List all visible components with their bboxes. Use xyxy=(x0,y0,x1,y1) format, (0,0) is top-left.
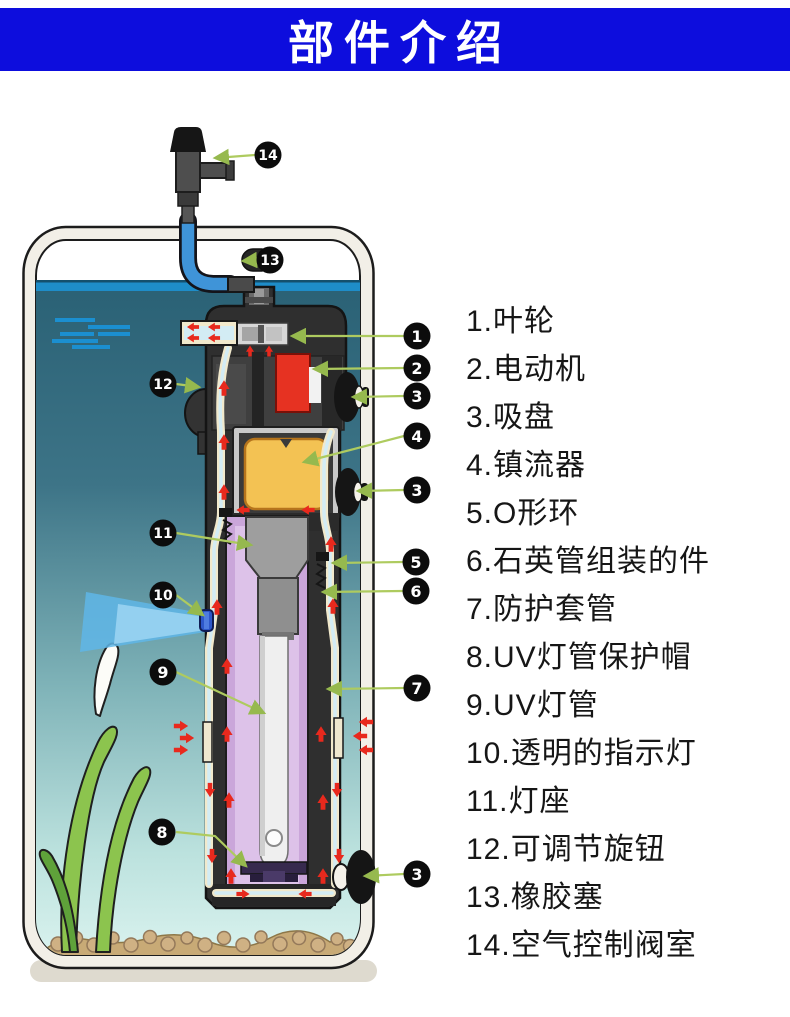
lamp-holder xyxy=(245,516,309,640)
svg-text:3: 3 xyxy=(411,387,422,406)
uv-lamp xyxy=(259,635,289,867)
intake-slot-left xyxy=(202,721,213,763)
uv-filter-device xyxy=(184,285,348,910)
suction-cup xyxy=(332,850,376,904)
lamp-cap xyxy=(240,861,308,882)
indicator-beam xyxy=(80,592,212,652)
impeller xyxy=(235,322,289,346)
callout-3c: 3 xyxy=(403,860,431,888)
svg-text:6: 6 xyxy=(410,582,421,601)
svg-text:9: 9 xyxy=(157,663,168,682)
callout-5: 5 xyxy=(402,548,430,576)
intake-slot-right xyxy=(333,717,344,759)
svg-text:8: 8 xyxy=(156,823,167,842)
svg-text:3: 3 xyxy=(411,481,422,500)
callouts: 1 2 3 4 3 5 6 7 3 12 11 10 9 8 13 14 xyxy=(148,141,431,888)
callout-7: 7 xyxy=(403,674,431,702)
plant xyxy=(38,642,152,953)
parts-legend: 1.叶轮 2.电动机 3.吸盘 4.镇流器 5.O形环 6.石英管组装的件 7.… xyxy=(466,298,788,970)
outlet-nozzle xyxy=(180,320,238,346)
legend-item: 9.UV灯管 xyxy=(466,689,599,722)
callout-3b: 3 xyxy=(403,476,431,504)
legend-item: 12.可调节旋钮 xyxy=(466,833,666,866)
callout-3a: 3 xyxy=(403,382,431,410)
legend-item: 2.电动机 xyxy=(466,353,587,386)
legend-item: 8.UV灯管保护帽 xyxy=(466,641,692,674)
callout-9: 9 xyxy=(149,658,177,686)
svg-text:5: 5 xyxy=(410,553,421,572)
svg-text:1: 1 xyxy=(411,327,422,346)
legend-item: 10.透明的指示灯 xyxy=(466,737,697,770)
svg-text:4: 4 xyxy=(411,427,422,446)
callout-12: 12 xyxy=(149,370,177,398)
white-leaf xyxy=(93,642,120,717)
air-control-valve xyxy=(170,127,235,224)
svg-text:3: 3 xyxy=(411,865,422,884)
callout-10: 10 xyxy=(149,581,177,609)
page-title: 部件介绍 xyxy=(288,16,512,69)
svg-text:2: 2 xyxy=(411,359,422,378)
callout-2: 2 xyxy=(403,354,431,382)
legend-item: 5.O形环 xyxy=(466,497,580,530)
callout-14: 14 xyxy=(254,141,282,169)
callout-13: 13 xyxy=(256,246,284,274)
callout-4: 4 xyxy=(403,422,431,450)
legend-item: 14.空气控制阀室 xyxy=(466,929,697,962)
svg-text:13: 13 xyxy=(260,253,279,269)
callout-6: 6 xyxy=(402,577,430,605)
svg-text:10: 10 xyxy=(153,588,173,604)
impeller-shaft xyxy=(252,352,264,432)
gravel xyxy=(39,929,359,955)
legend-item: 1.叶轮 xyxy=(466,305,556,338)
air-tube xyxy=(179,212,255,293)
legend-item: 13.橡胶塞 xyxy=(466,881,604,914)
title-banner: 部件介绍 xyxy=(0,8,790,71)
svg-text:11: 11 xyxy=(153,526,172,542)
motor xyxy=(275,353,311,413)
leader-lines xyxy=(175,148,405,884)
callout-8: 8 xyxy=(148,818,176,846)
svg-text:12: 12 xyxy=(153,377,172,393)
legend-item: 7.防护套管 xyxy=(466,593,618,626)
valve-cap xyxy=(170,127,206,152)
svg-text:7: 7 xyxy=(411,679,422,698)
legend-item: 4.镇流器 xyxy=(466,449,587,482)
callout-11: 11 xyxy=(149,519,177,547)
legend-item: 3.吸盘 xyxy=(466,401,556,434)
callout-1: 1 xyxy=(403,322,431,350)
legend-item: 6.石英管组装的件 xyxy=(466,545,711,578)
legend-item: 11.灯座 xyxy=(466,785,571,818)
water-ripples xyxy=(52,318,130,349)
svg-text:14: 14 xyxy=(258,148,278,164)
